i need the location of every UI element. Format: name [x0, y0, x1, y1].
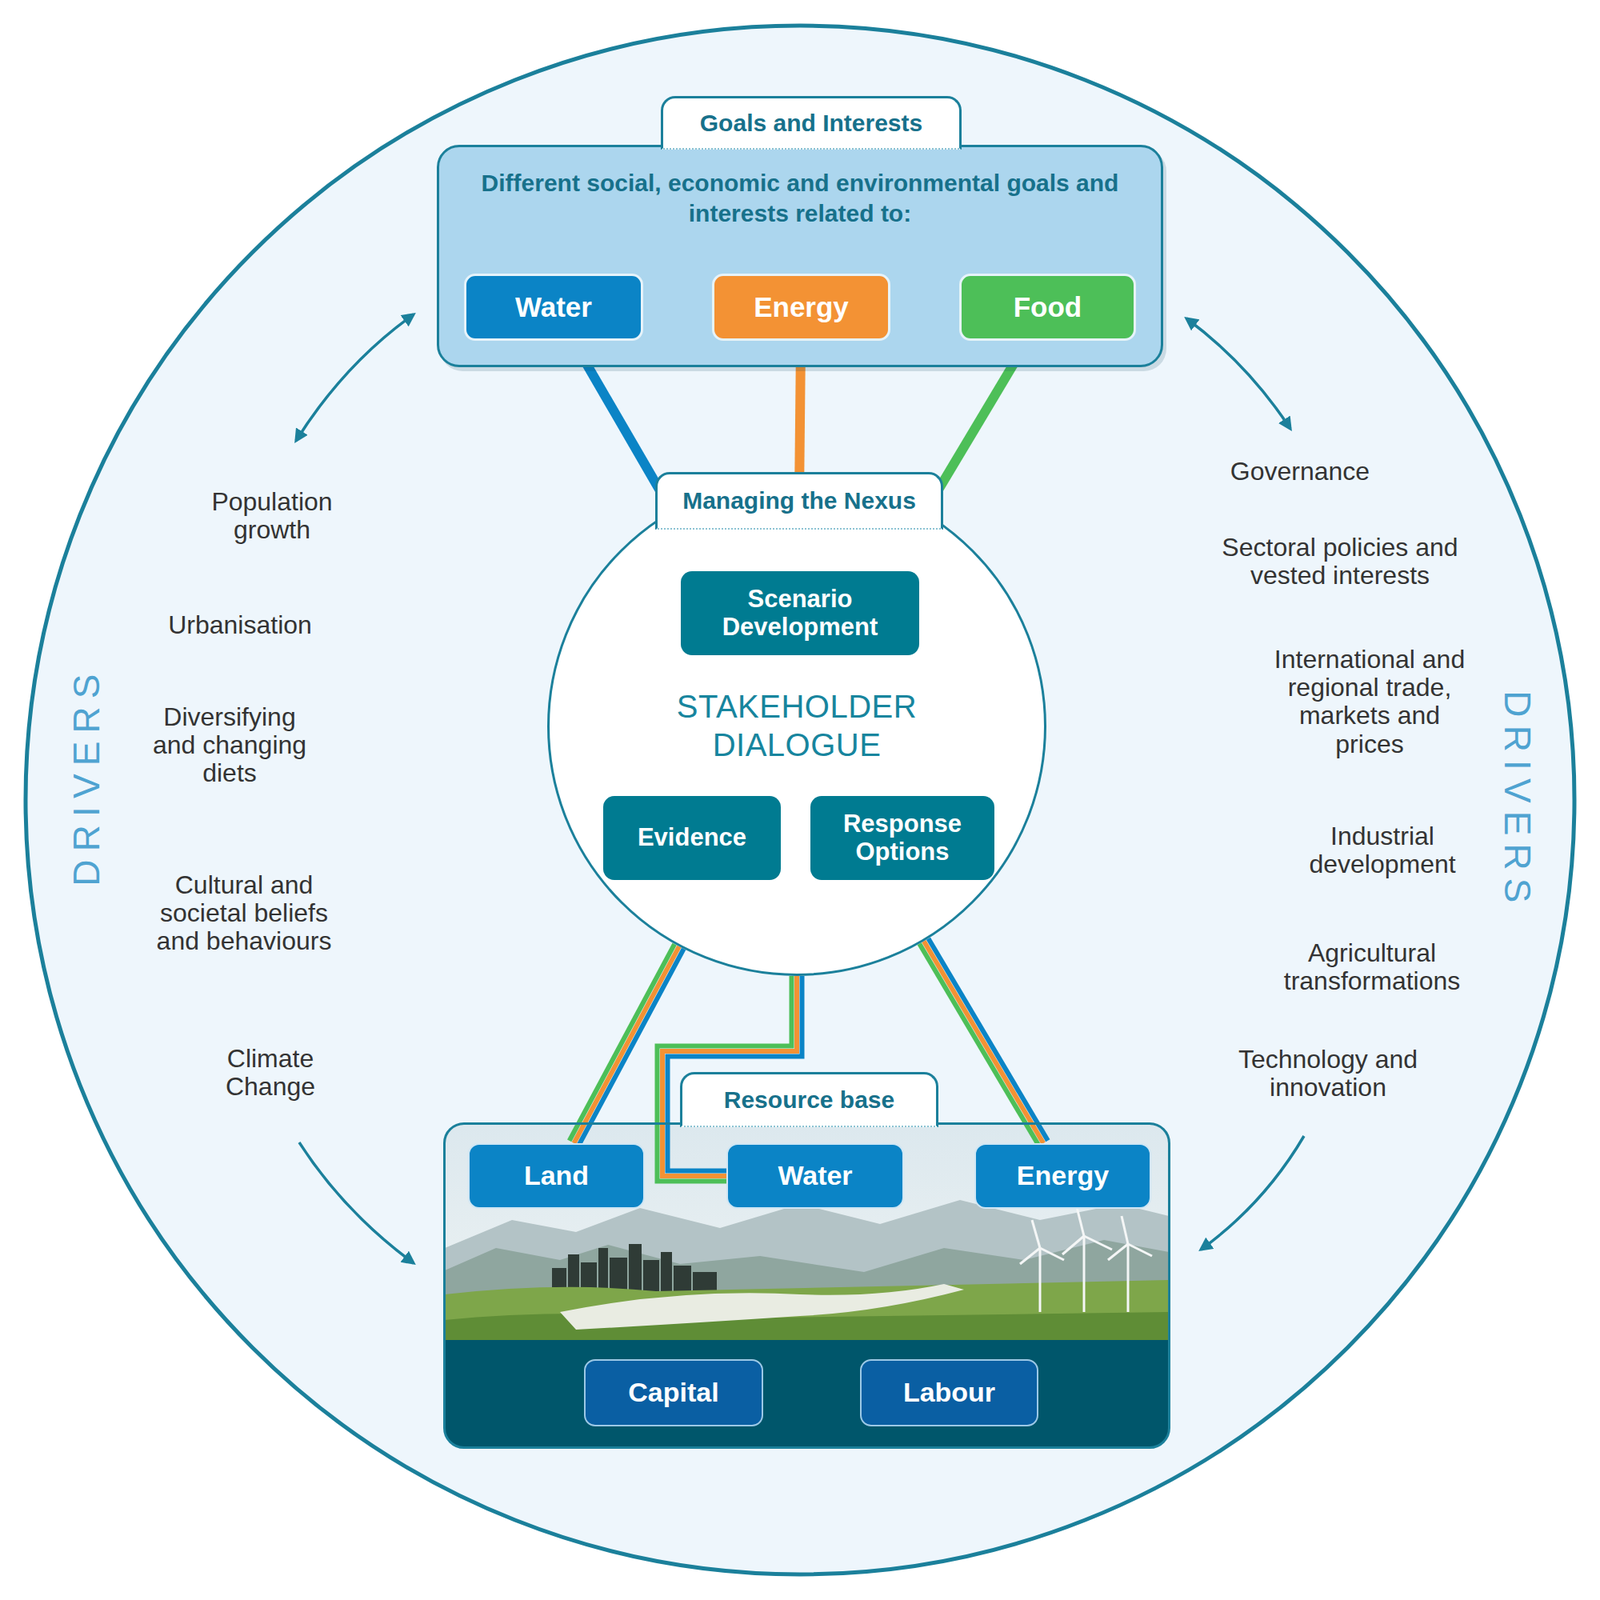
- drivers-heading: DRIVERS: [1496, 690, 1540, 911]
- driver-label-holder: Sectoral policies and vested interests: [1196, 533, 1484, 590]
- heading-tab: Managing the Nexus: [655, 472, 944, 530]
- box-label: Food: [1013, 292, 1083, 324]
- driver-label: Population growth: [180, 488, 364, 544]
- driver-label: Climate Change: [210, 1044, 331, 1101]
- box-label: Labour: [903, 1377, 996, 1408]
- driver-label: Sectoral policies and vested interests: [1196, 533, 1484, 590]
- goals-box: Goals and InterestsDifferent social, eco…: [436, 144, 1164, 368]
- heading-text: Resource base: [724, 1074, 895, 1125]
- driver-arrow: [296, 314, 414, 441]
- green-foreground: [444, 1312, 1169, 1340]
- driver-label-holder: Governance: [1196, 457, 1404, 486]
- driver-label: International and regional trade, market…: [1273, 645, 1466, 759]
- box-label: Capital: [628, 1377, 719, 1408]
- body-text: Different social, economic and environme…: [456, 168, 1144, 228]
- drivers-heading-holder: DRIVERS: [1496, 690, 1540, 911]
- drivers-heading-holder: DRIVERS: [64, 665, 108, 886]
- landscape-illustration: [444, 1124, 1169, 1448]
- driver-label: Technology and innovation: [1224, 1045, 1432, 1102]
- driver-label-holder: Population growth: [180, 488, 364, 544]
- driver-label-holder: Cultural and societal beliefs and behavi…: [140, 871, 348, 956]
- process-box: Evidence: [603, 796, 781, 880]
- box-label: Energy: [1016, 1160, 1109, 1191]
- driver-label-holder: Industrial development: [1290, 822, 1475, 879]
- resource-item: Land: [468, 1143, 645, 1209]
- driver-label: Urbanisation: [136, 611, 344, 640]
- goal-box: Food: [959, 273, 1136, 341]
- driver-label-holder: Urbanisation: [136, 611, 344, 640]
- city-skyline: [552, 1244, 717, 1292]
- drivers-heading: DRIVERS: [64, 665, 108, 886]
- connector: [919, 938, 1048, 1146]
- green-fields: [444, 1280, 1169, 1340]
- connector-strand: [924, 941, 1044, 1144]
- driver-label-holder: Diversifying and changing diets: [141, 703, 318, 788]
- process-box: Response Options: [810, 796, 995, 880]
- dark-band: [444, 1340, 1169, 1448]
- wind-turbines: [1020, 1204, 1152, 1312]
- box-label: Scenario Development: [690, 585, 910, 640]
- driver-label-holder: International and regional trade, market…: [1273, 645, 1466, 759]
- heading-tab: Resource base: [680, 1072, 939, 1128]
- driver-arrow: [1200, 1136, 1304, 1250]
- driver-label-holder: Agricultural transformations: [1252, 939, 1492, 996]
- resource-item: Capital: [584, 1359, 764, 1427]
- goal-box: Water: [464, 273, 644, 341]
- heading-text: Managing the Nexus: [682, 474, 916, 528]
- driver-arrow: [299, 1142, 414, 1264]
- box-label: Evidence: [637, 824, 747, 852]
- driver-label-holder: Technology and innovation: [1224, 1045, 1432, 1102]
- driver-label: Cultural and societal beliefs and behavi…: [140, 871, 348, 956]
- heading-text: Goals and Interests: [700, 98, 923, 148]
- resource-item: Water: [726, 1143, 904, 1209]
- driver-label: Governance: [1196, 457, 1404, 486]
- driver-label: Agricultural transformations: [1252, 939, 1492, 996]
- river: [560, 1284, 964, 1330]
- box-label: Water: [777, 1160, 852, 1191]
- box-label: Energy: [753, 292, 849, 324]
- resource-item: Energy: [974, 1143, 1152, 1209]
- connector-strand: [928, 938, 1048, 1140]
- resource-box: Resource baseLandWaterEnergyCapitalLabou…: [443, 1122, 1171, 1449]
- box-label: Response Options: [820, 810, 985, 865]
- goal-box: Energy: [712, 273, 891, 341]
- driver-label: Diversifying and changing diets: [141, 703, 318, 788]
- center-title: STAKEHOLDER DIALOGUE: [636, 687, 957, 764]
- driver-label: Industrial development: [1290, 822, 1475, 879]
- outer-circle: [25, 25, 1575, 1575]
- process-box: Scenario Development: [680, 571, 920, 656]
- sky: [444, 1124, 1169, 1340]
- driver-label-holder: Climate Change: [210, 1044, 331, 1101]
- box-label: Land: [524, 1160, 589, 1191]
- nexus-circle: Managing the NexusSTAKEHOLDER DIALOGUE Sc…: [547, 476, 1047, 976]
- resource-item: Labour: [860, 1359, 1039, 1427]
- driver-arrow: [1186, 318, 1291, 429]
- heading-tab: Goals and Interests: [660, 96, 962, 150]
- box-label: Water: [515, 292, 592, 324]
